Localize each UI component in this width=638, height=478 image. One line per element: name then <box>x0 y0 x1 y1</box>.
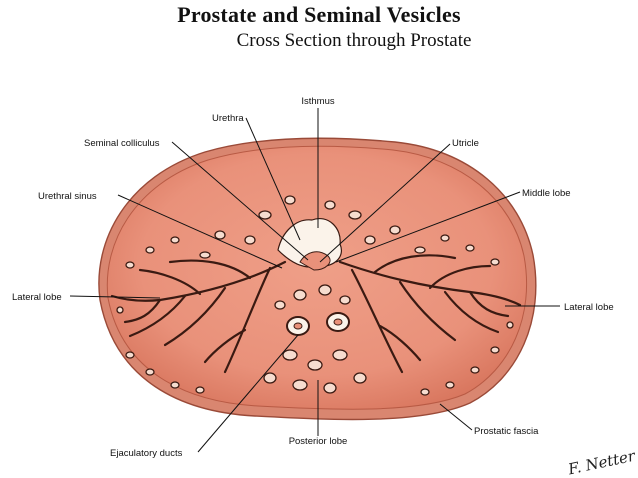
ejaculatory-ducts <box>286 312 350 336</box>
prostate-tissue <box>106 145 528 410</box>
seminal-colliculus <box>299 251 331 271</box>
label-middle-lobe: Middle lobe <box>522 188 571 199</box>
label-lateral-lobe-right: Lateral lobe <box>564 302 614 313</box>
artist-signature: F. Netter <box>566 447 638 478</box>
label-seminal-colliculus: Seminal colliculus <box>84 138 160 149</box>
label-isthmus: Isthmus <box>301 96 335 107</box>
label-prostatic-fascia: Prostatic fascia <box>474 426 539 437</box>
label-posterior-lobe: Posterior lobe <box>289 436 348 447</box>
left-lateral-lobe-glands <box>110 259 287 374</box>
leader-lines <box>69 108 560 453</box>
diagram-subtitle: Cross Section through Prostate <box>236 30 472 51</box>
label-urethral-sinus: Urethral sinus <box>38 191 97 202</box>
scattered-glands <box>116 195 514 396</box>
diagram-title: Prostate and Seminal Vesicles <box>177 2 461 27</box>
right-lateral-lobe-glands <box>338 254 522 374</box>
label-lateral-lobe-left: Lateral lobe <box>12 292 62 303</box>
label-utricle: Utricle <box>452 138 479 149</box>
label-urethra: Urethra <box>212 113 244 124</box>
label-ejaculatory-ducts: Ejaculatory ducts <box>110 448 183 459</box>
